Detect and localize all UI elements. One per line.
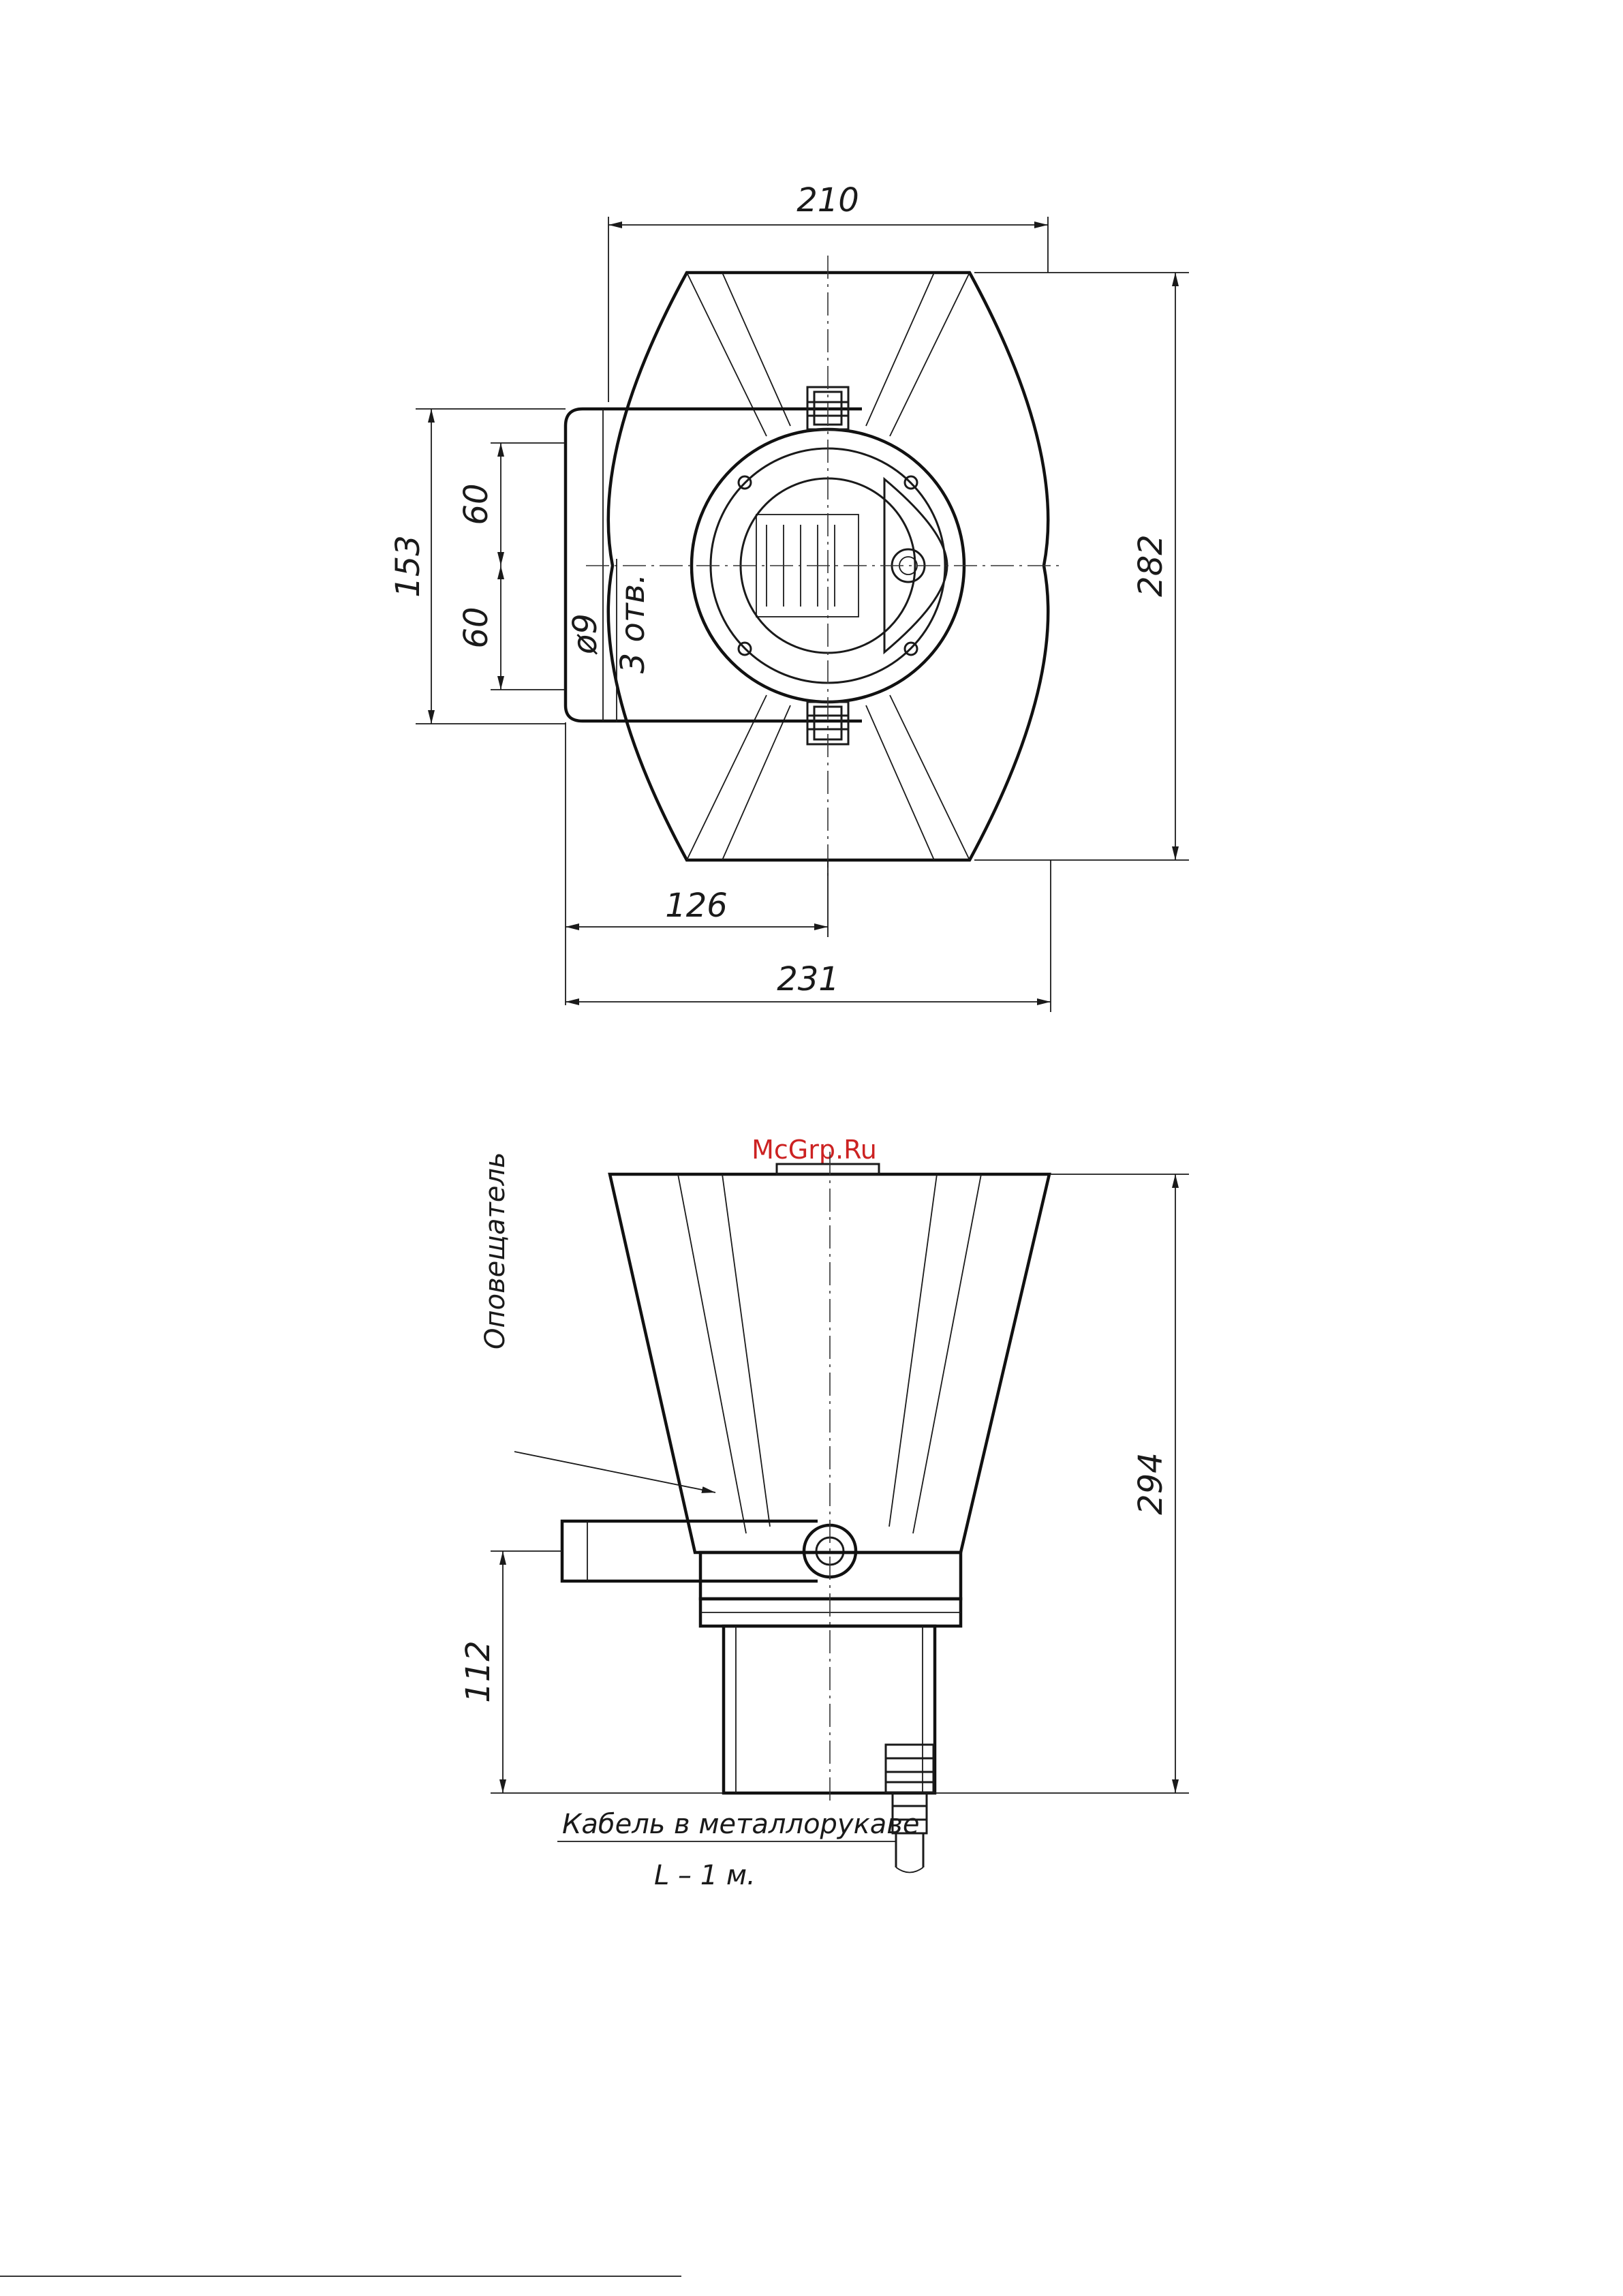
dim-126: 126 <box>665 887 728 925</box>
label-length: L – 1 м. <box>654 1860 756 1891</box>
dim-153: 153 <box>389 535 427 598</box>
dim-231: 231 <box>777 960 839 998</box>
label-cable: Кабель в металлорукаве <box>562 1809 919 1840</box>
dim-60-upper: 60 <box>457 483 495 525</box>
dim-hole-count: 3 отв. <box>614 574 652 674</box>
dim-282: 282 <box>1132 534 1170 597</box>
side-view: 294 112 Оповещатель Кабель в металлорука… <box>459 1152 1189 1891</box>
dim-210: 210 <box>797 181 859 219</box>
top-view: 210 282 153 60 60 ø9 3 отв. 126 231 <box>389 181 1189 1012</box>
watermark: McGrp.Ru <box>752 1135 877 1165</box>
housing-body <box>724 1626 935 1793</box>
dim-hole-diameter: ø9 <box>566 613 604 655</box>
dim-60-lower: 60 <box>457 607 495 648</box>
label-device: Оповещатель <box>480 1152 511 1349</box>
dim-112: 112 <box>459 1640 497 1703</box>
dim-294: 294 <box>1132 1452 1170 1515</box>
